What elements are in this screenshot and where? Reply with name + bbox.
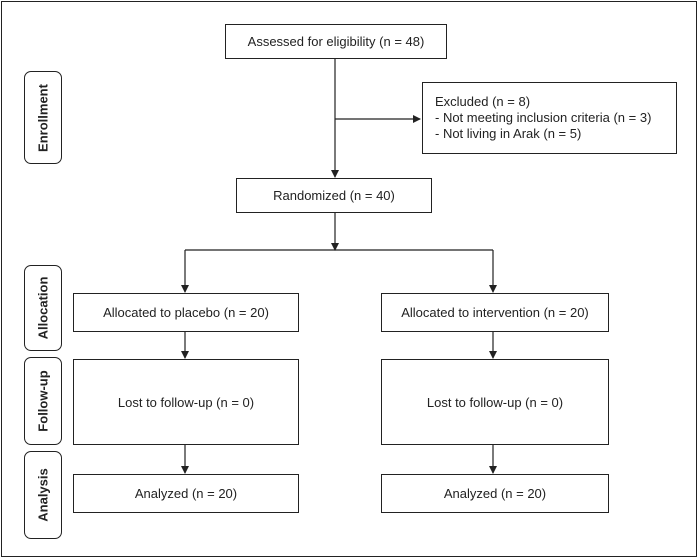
box-alloc-placebo-text: Allocated to placebo (n = 20)	[103, 305, 269, 320]
phase-analysis: Analysis	[24, 451, 62, 539]
excluded-title: Excluded (n = 8)	[435, 94, 531, 109]
phase-allocation-label: Allocation	[35, 276, 51, 340]
box-analyzed-placebo: Analyzed (n = 20)	[73, 474, 299, 513]
box-lost-intervention-text: Lost to follow-up (n = 0)	[426, 394, 564, 410]
box-analyzed-intervention: Analyzed (n = 20)	[381, 474, 609, 513]
box-alloc-intervention: Allocated to intervention (n = 20)	[381, 293, 609, 332]
box-assessed: Assessed for eligibility (n = 48)	[225, 24, 447, 59]
box-lost-placebo: Lost to follow-up (n = 0)	[73, 359, 299, 445]
box-lost-placebo-text: Lost to follow-up (n = 0)	[117, 394, 255, 410]
box-analyzed-placebo-text: Analyzed (n = 20)	[134, 486, 238, 501]
box-randomized-text: Randomized (n = 40)	[273, 188, 395, 203]
phase-followup-label: Follow-up	[35, 370, 51, 432]
box-assessed-text: Assessed for eligibility (n = 48)	[247, 34, 425, 49]
phase-allocation: Allocation	[24, 265, 62, 351]
box-excluded: Excluded (n = 8) - Not meeting inclusion…	[422, 82, 677, 154]
phase-followup: Follow-up	[24, 357, 62, 445]
box-analyzed-intervention-text: Analyzed (n = 20)	[443, 486, 547, 501]
box-alloc-intervention-text: Allocated to intervention (n = 20)	[401, 305, 589, 320]
phase-enrollment: Enrollment	[24, 71, 62, 164]
box-lost-intervention: Lost to follow-up (n = 0)	[381, 359, 609, 445]
phase-enrollment-label: Enrollment	[35, 83, 51, 152]
box-alloc-placebo: Allocated to placebo (n = 20)	[73, 293, 299, 332]
excluded-reason-location: - Not living in Arak (n = 5)	[435, 126, 582, 141]
excluded-reason-criteria: - Not meeting inclusion criteria (n = 3)	[435, 110, 652, 125]
box-randomized: Randomized (n = 40)	[236, 178, 432, 213]
phase-analysis-label: Analysis	[35, 468, 51, 522]
